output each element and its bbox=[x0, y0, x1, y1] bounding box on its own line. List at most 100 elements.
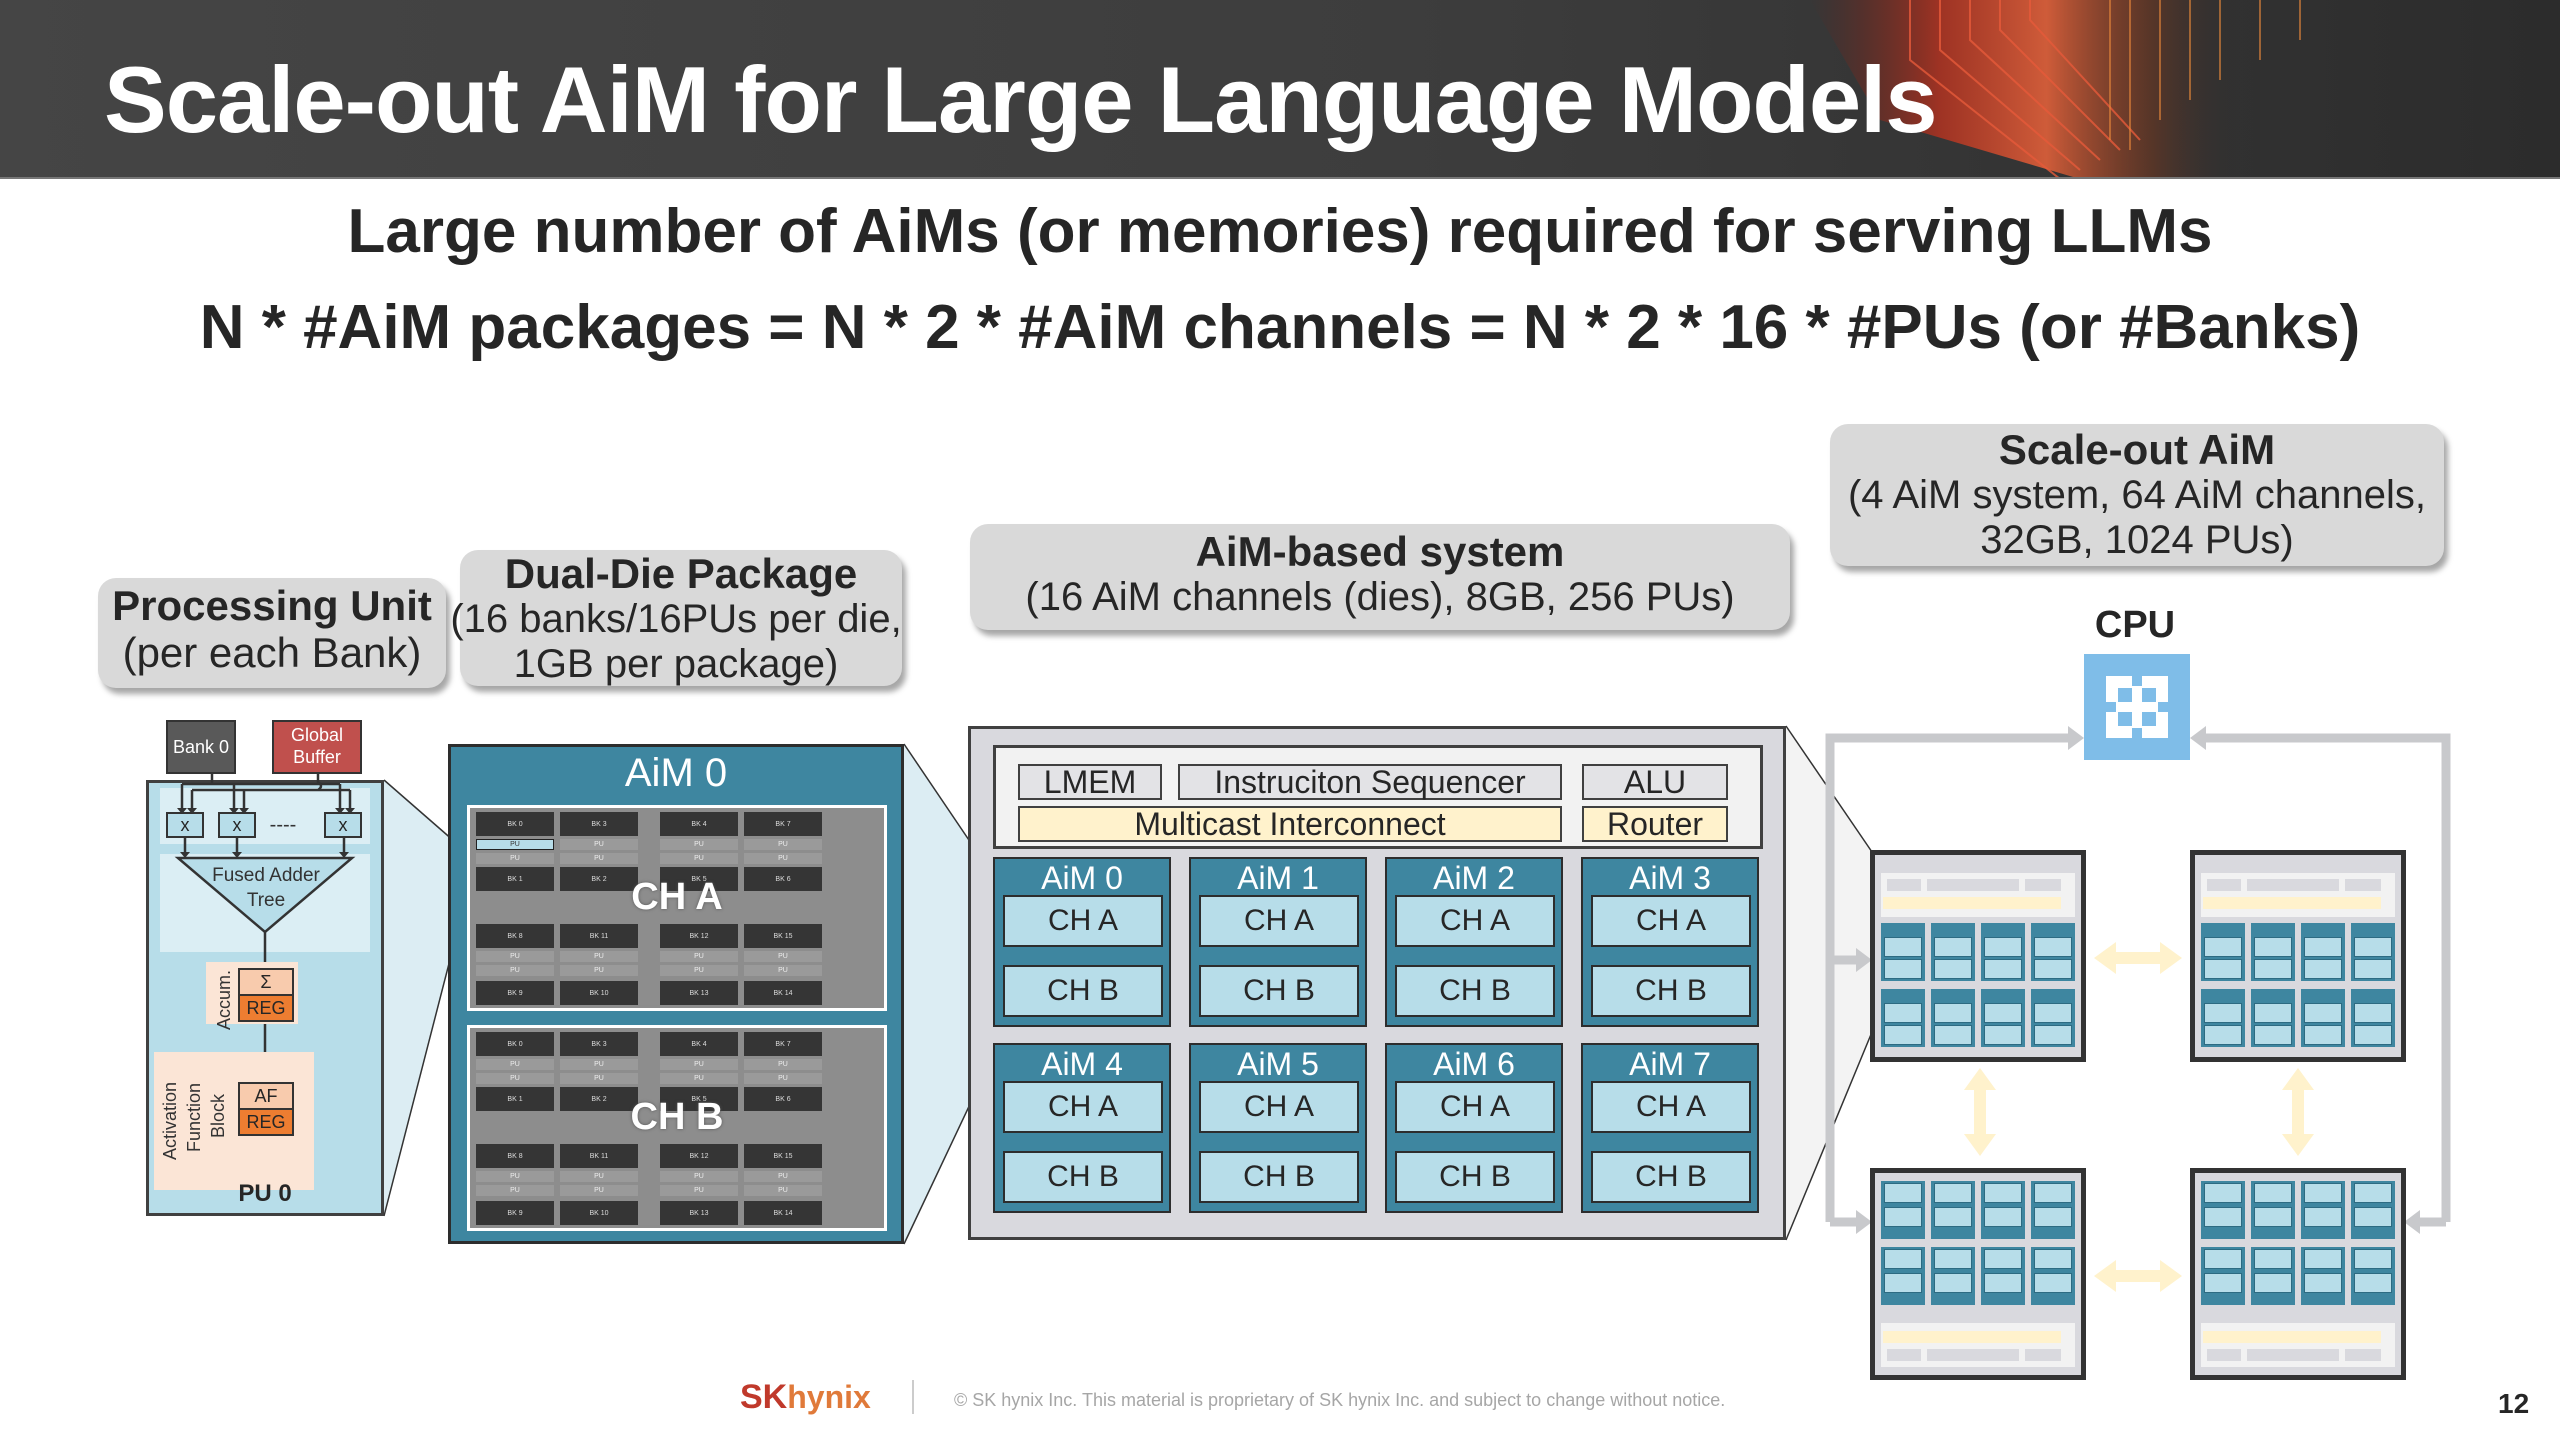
mini-aim-module bbox=[1981, 923, 2025, 981]
mini-channel bbox=[2304, 1249, 2342, 1269]
aim-module-title: AiM 3 bbox=[1629, 860, 1711, 896]
subtitle-line-1: Large number of AiMs (or memories) requi… bbox=[347, 197, 2213, 266]
mini-channel bbox=[1884, 1207, 1922, 1227]
scale-out-callout: Scale-out AiM (4 AiM system, 64 AiM chan… bbox=[1830, 424, 2444, 566]
channel-b-box: CH B bbox=[1395, 965, 1555, 1017]
mini-aim-module bbox=[2351, 989, 2395, 1047]
mini-channel bbox=[1934, 937, 1972, 957]
pu-cell: PU bbox=[744, 1059, 822, 1070]
mini-aim-module bbox=[2031, 923, 2075, 981]
sk-hynix-logo: SKhynix bbox=[740, 1378, 871, 1417]
bank-cell: BK 11 bbox=[560, 1144, 638, 1168]
mini-channel bbox=[1884, 1183, 1922, 1203]
mini-channel bbox=[2254, 1003, 2292, 1023]
bank-cell: BK 6 bbox=[744, 1087, 822, 1111]
mini-channel bbox=[1984, 937, 2022, 957]
callout-subtitle: (16 AiM channels (dies), 8GB, 256 PUs) bbox=[1025, 575, 1735, 620]
aim-system-callout: AiM-based system (16 AiM channels (dies)… bbox=[970, 524, 1790, 630]
mini-channel bbox=[2034, 1273, 2072, 1293]
instruction-sequencer-block: Instruciton Sequencer bbox=[1178, 764, 1562, 800]
mini-channel bbox=[1934, 1183, 1972, 1203]
mini-aim-module bbox=[2201, 1247, 2245, 1305]
alu-block: ALU bbox=[1582, 764, 1728, 800]
mini-aim-module bbox=[2201, 1181, 2245, 1239]
pu-cell: PU bbox=[660, 1059, 738, 1070]
mini-aim-module bbox=[2251, 1247, 2295, 1305]
channel-b-box: CH B bbox=[1199, 965, 1359, 1017]
highlighted-pu-cell: PU bbox=[476, 839, 554, 850]
copyright-notice: © SK hynix Inc. This material is proprie… bbox=[954, 1390, 1726, 1410]
mini-aim-module bbox=[2251, 1181, 2295, 1239]
mini-channel bbox=[2204, 1183, 2242, 1203]
bank-cell: BK 14 bbox=[744, 1201, 822, 1225]
mini-aim-module bbox=[2301, 989, 2345, 1047]
link-arrow-bottom bbox=[2094, 1260, 2182, 1292]
pu-cell: PU bbox=[476, 951, 554, 962]
mini-channel bbox=[2254, 1207, 2292, 1227]
pu-cell: PU bbox=[660, 1073, 738, 1084]
cpu-link-left bbox=[1825, 733, 2070, 1222]
mini-block bbox=[1927, 1349, 2019, 1361]
mini-channel bbox=[2354, 1025, 2392, 1045]
mini-aim-module bbox=[2251, 989, 2295, 1047]
aim-module-title: AiM 2 bbox=[1433, 860, 1515, 896]
bank-cell: BK 2 bbox=[560, 867, 638, 891]
bank-cell: BK 15 bbox=[744, 924, 822, 948]
callout-line-1: (4 AiM system, 64 AiM channels, bbox=[1847, 473, 2426, 518]
mini-channel bbox=[1934, 959, 1972, 979]
channel-b-box: CH B bbox=[1003, 1151, 1163, 1203]
bank-cell: BK 3 bbox=[560, 1032, 638, 1056]
pu-cell: PU bbox=[560, 839, 638, 850]
channel-b-box: CH B bbox=[1591, 965, 1751, 1017]
bank-cell: BK 0 bbox=[476, 1032, 554, 1056]
pu-cell: PU bbox=[560, 853, 638, 864]
mini-channel bbox=[1984, 1025, 2022, 1045]
bank-cell: BK 8 bbox=[476, 924, 554, 948]
channel-a-box: CH A bbox=[1395, 895, 1555, 947]
bank-cell: BK 4 bbox=[660, 1032, 738, 1056]
mini-channel bbox=[2254, 1249, 2292, 1269]
router-block: Router bbox=[1582, 806, 1728, 842]
mini-aim-module bbox=[1881, 1247, 1925, 1305]
channel-b-box: CH B bbox=[1003, 965, 1163, 1017]
mini-channel bbox=[1884, 1003, 1922, 1023]
mini-aim-module bbox=[2201, 989, 2245, 1047]
mini-channel bbox=[2254, 1273, 2292, 1293]
channel-a-box: CH A bbox=[1395, 1081, 1555, 1133]
mini-block bbox=[2247, 1349, 2339, 1361]
bank-cell: BK 12 bbox=[660, 1144, 738, 1168]
pu-cell: PU bbox=[660, 951, 738, 962]
adder-tree-triangle bbox=[174, 856, 356, 934]
bank-cell: BK 11 bbox=[560, 924, 638, 948]
mini-channel bbox=[1934, 1273, 1972, 1293]
bank-cell: BK 10 bbox=[560, 1201, 638, 1225]
mini-aim-module bbox=[1981, 1181, 2025, 1239]
mini-aim-module bbox=[2301, 1247, 2345, 1305]
subtitle-formula: N * #AiM packages = N * 2 * #AiM channel… bbox=[199, 293, 2361, 362]
callout-title: AiM-based system bbox=[1195, 528, 1565, 575]
bank-cell: BK 5 bbox=[660, 1087, 738, 1111]
pu-cell: PU bbox=[660, 965, 738, 976]
mini-channel bbox=[2034, 1207, 2072, 1227]
mini-channel bbox=[2034, 1249, 2072, 1269]
mini-aim-module bbox=[2031, 1181, 2075, 1239]
lmem-block: LMEM bbox=[1018, 764, 1162, 800]
mini-aim-module bbox=[1931, 1181, 1975, 1239]
mini-aim-module bbox=[1931, 1247, 1975, 1305]
aim-module-title: AiM 4 bbox=[1041, 1046, 1123, 1082]
logo-hynix: hynix bbox=[787, 1379, 871, 1415]
bank-cell: BK 1 bbox=[476, 1087, 554, 1111]
bank-cell: BK 2 bbox=[560, 1087, 638, 1111]
mini-channel bbox=[2304, 937, 2342, 957]
mini-aim-module bbox=[2201, 923, 2245, 981]
pu-wiring bbox=[174, 774, 356, 1062]
channel-a-box: CH A bbox=[1003, 895, 1163, 947]
accum-reg-box: REG bbox=[238, 994, 294, 1022]
mini-block bbox=[2025, 1349, 2061, 1361]
pu-cell: PU bbox=[476, 1171, 554, 1182]
